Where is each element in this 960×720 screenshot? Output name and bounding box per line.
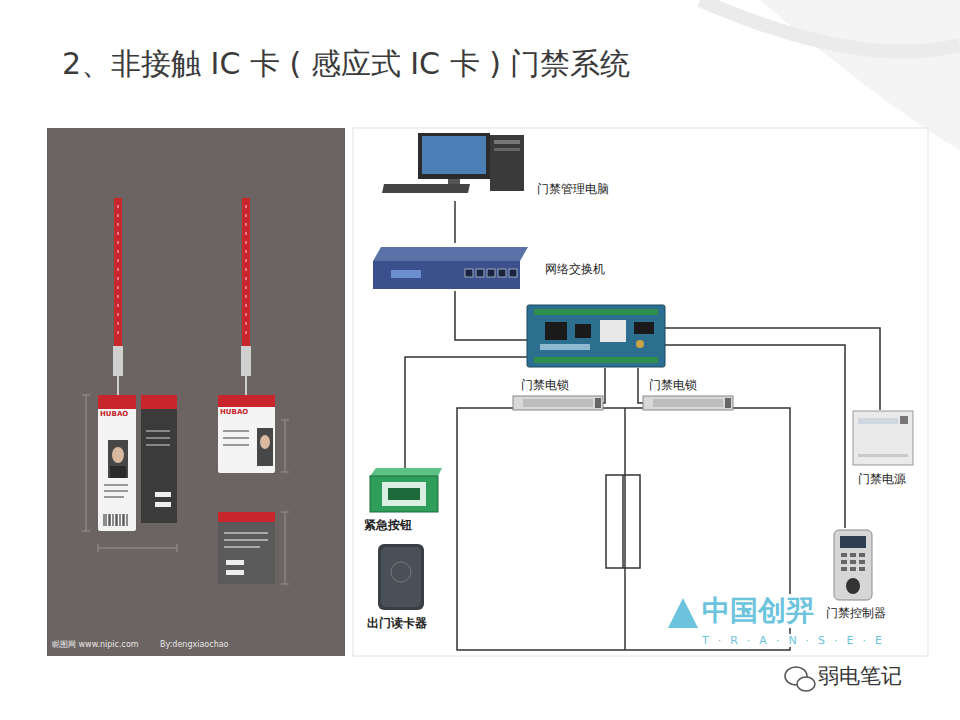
wire-line <box>454 201 456 243</box>
controller-node: 门禁控制器 <box>822 524 890 625</box>
lock-node: 门禁电锁 <box>509 374 607 416</box>
reader-picture <box>372 542 430 612</box>
reader-node: 出门读卡器 <box>363 538 434 635</box>
card-brand: HUBAO <box>220 408 248 416</box>
button-node: 紧急按钮 <box>360 464 446 537</box>
device-label: 门禁电锁 <box>649 378 697 392</box>
device-label: 门禁电源 <box>858 472 906 486</box>
device-label: 门禁电锁 <box>521 378 569 392</box>
power-picture <box>852 410 914 466</box>
watermark: 中国创羿 <box>702 594 814 628</box>
lock-picture <box>513 394 603 412</box>
watermark-logo <box>668 598 698 628</box>
power-node: 门禁电源 <box>848 406 918 491</box>
id-card-illustration <box>82 198 289 584</box>
wechat-icon <box>785 667 815 691</box>
slide-title: 2、非接触 IC 卡 ( 感应式 IC 卡 ) 门禁系统 <box>62 46 630 82</box>
watermark-sub: T·R·A·N·S·E·E <box>702 634 891 647</box>
wiring <box>405 291 880 528</box>
card-panel <box>47 128 345 656</box>
diagram-panel <box>353 128 928 656</box>
switch-node: 网络交换机 <box>369 243 609 295</box>
device-label: 门禁管理电脑 <box>537 182 609 196</box>
card-brand: HUBAO <box>100 410 128 418</box>
account-name: 弱电笔记 <box>818 664 902 689</box>
device-label: 紧急按钮 <box>364 518 412 532</box>
author-note: By:dengxiaochao <box>160 640 229 650</box>
lock-picture <box>643 394 733 412</box>
device-label: 网络交换机 <box>545 262 605 276</box>
controller-board <box>527 305 665 367</box>
computer-picture <box>382 132 527 194</box>
source-note: 昵图网 www.nipic.com <box>52 640 139 650</box>
device-label: 门禁控制器 <box>826 606 886 620</box>
keypad-picture <box>832 528 874 602</box>
button-picture <box>368 468 442 514</box>
computer-node: 门禁管理电脑 <box>378 128 613 201</box>
device-label: 出门读卡器 <box>367 616 427 630</box>
wire-connector <box>455 201 456 243</box>
lock-node: 门禁电锁 <box>639 374 737 416</box>
sw-picture <box>373 247 528 291</box>
